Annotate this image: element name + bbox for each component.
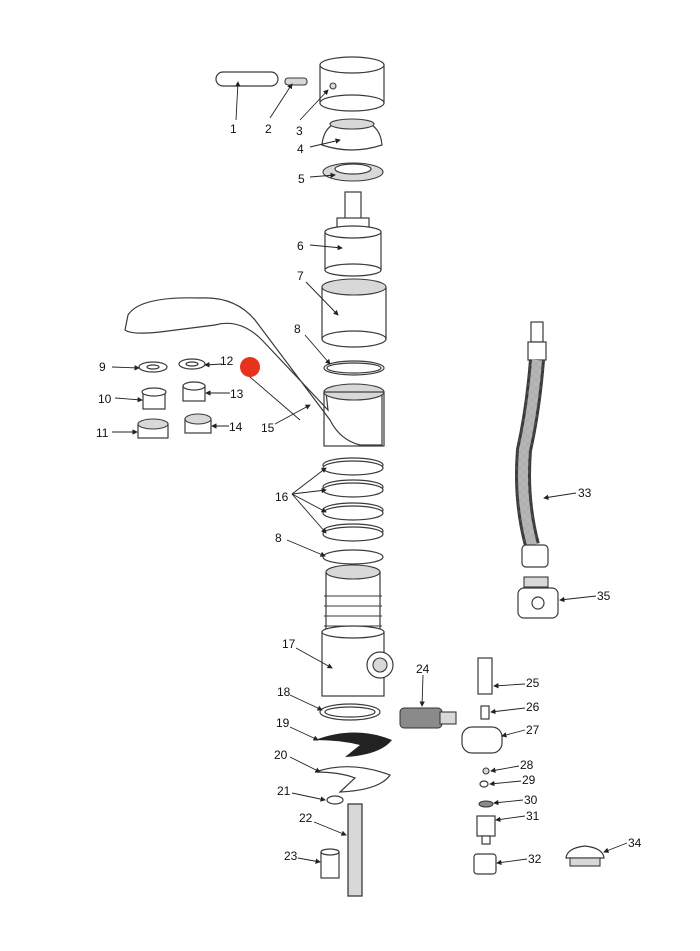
part-27-knob <box>461 726 503 754</box>
label-13: 13 <box>230 387 244 401</box>
part-24-valve <box>399 707 457 729</box>
label-33: 33 <box>578 486 592 500</box>
part-15-spout <box>124 297 385 447</box>
part-8-oring-lower <box>322 549 384 565</box>
label-34: 34 <box>628 836 642 850</box>
label-25: 25 <box>526 676 540 690</box>
part-10-bushing <box>141 387 167 410</box>
label-32: 32 <box>528 852 542 866</box>
label-18: 18 <box>277 685 291 699</box>
label-8-lower: 8 <box>275 531 282 545</box>
part-22-threaded-rod <box>347 803 363 897</box>
label-15: 15 <box>261 421 275 435</box>
part-30-washer <box>478 800 494 808</box>
part-26-pin <box>480 705 490 720</box>
part-8-oring <box>323 360 385 376</box>
highlight-marker <box>240 357 260 377</box>
label-10: 10 <box>98 392 112 406</box>
label-1: 1 <box>230 122 237 136</box>
part-4-dome-cover <box>321 118 383 151</box>
part-2-screw <box>284 77 308 86</box>
label-17: 17 <box>282 637 296 651</box>
part-labels: 1 2 3 4 5 6 7 8 9 12 10 13 11 14 15 16 8… <box>96 122 642 866</box>
label-7: 7 <box>297 269 304 283</box>
part-34-cap <box>565 845 605 867</box>
part-29 <box>479 780 489 788</box>
part-28 <box>482 767 490 775</box>
label-21: 21 <box>277 784 291 798</box>
label-5: 5 <box>298 172 305 186</box>
part-32-nut <box>473 853 497 875</box>
part-25-pin <box>477 657 493 695</box>
leader-lines <box>111 81 628 866</box>
part-12-washer <box>178 358 206 370</box>
label-12: 12 <box>220 354 234 368</box>
label-27: 27 <box>526 723 540 737</box>
label-35: 35 <box>597 589 611 603</box>
part-14-aerator <box>184 413 212 434</box>
label-6: 6 <box>297 239 304 253</box>
label-31: 31 <box>526 809 540 823</box>
part-17-body <box>321 564 394 697</box>
label-2: 2 <box>265 122 272 136</box>
label-8: 8 <box>294 322 301 336</box>
label-24: 24 <box>416 662 430 676</box>
label-9: 9 <box>99 360 106 374</box>
part-5-nut <box>322 162 384 182</box>
label-20: 20 <box>274 748 288 762</box>
part-21-washer <box>326 795 344 805</box>
label-14: 14 <box>229 420 243 434</box>
part-13-bushing <box>182 381 206 402</box>
label-28: 28 <box>520 758 534 772</box>
part-20-plate <box>314 766 391 793</box>
part-11-aerator <box>137 418 169 439</box>
label-4: 4 <box>297 142 304 156</box>
part-9-washer <box>138 361 168 373</box>
part-6-cartridge <box>324 191 382 277</box>
label-11: 11 <box>96 426 109 440</box>
label-23: 23 <box>284 849 298 863</box>
label-19: 19 <box>276 716 290 730</box>
part-33-braided-hose <box>515 321 549 568</box>
label-29: 29 <box>522 773 536 787</box>
part-23-nut <box>320 848 340 879</box>
label-3: 3 <box>296 124 303 138</box>
label-16: 16 <box>275 490 289 504</box>
label-22: 22 <box>299 811 313 825</box>
part-18-ring <box>319 703 381 721</box>
label-26: 26 <box>526 700 540 714</box>
part-35-nut <box>517 576 559 619</box>
part-16-rings <box>322 457 384 542</box>
part-7-sleeve <box>321 278 387 348</box>
part-31-fitting <box>476 815 496 845</box>
label-30: 30 <box>524 793 538 807</box>
part-19-gasket <box>315 732 392 757</box>
part-3-handle-cap <box>319 56 385 112</box>
part-1-pin <box>215 71 279 87</box>
